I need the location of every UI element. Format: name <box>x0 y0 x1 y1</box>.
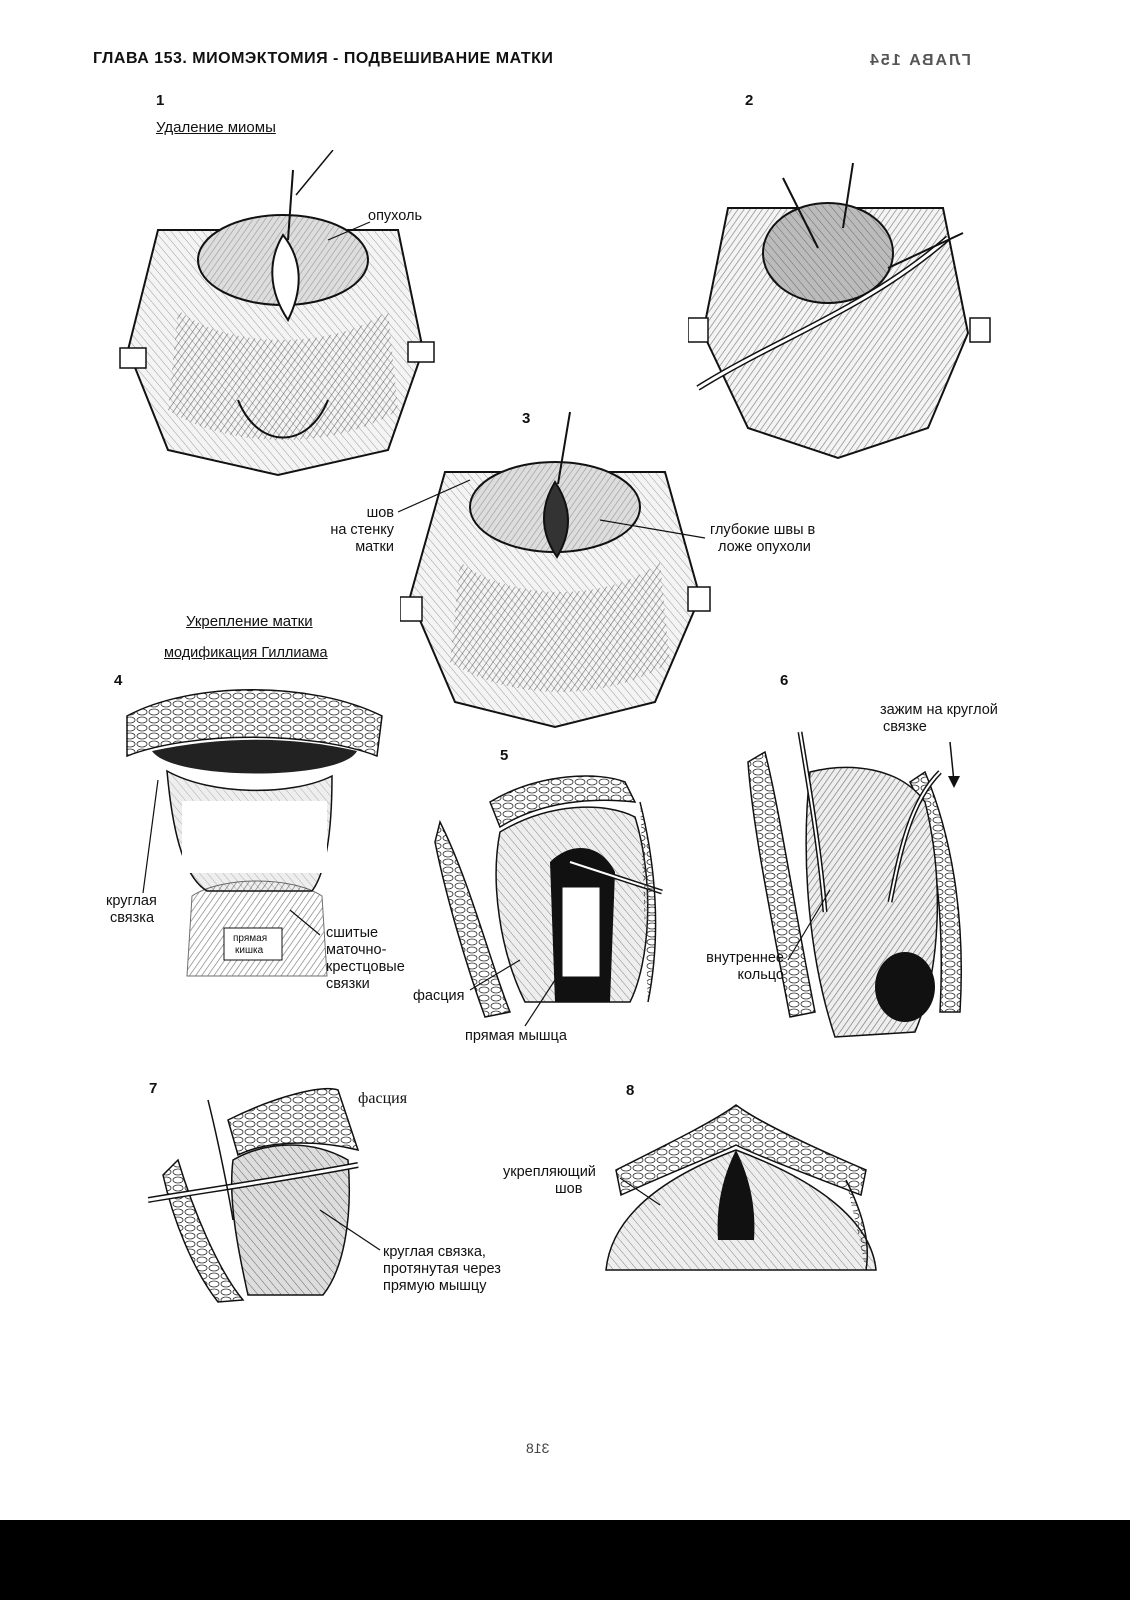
label-round-lig-through-3: прямую мышцу <box>383 1278 487 1294</box>
figure-4-illustration <box>126 689 383 977</box>
label-deep-sutures-2: ложе опухоли <box>718 539 811 555</box>
label-fascia-5: фасция <box>413 988 465 1004</box>
label-round-lig-through-2: протянутая через <box>383 1261 501 1277</box>
figure-number-1: 1 <box>156 92 165 109</box>
figure-number-7: 7 <box>149 1080 158 1097</box>
label-sacro-3: крестцовые <box>326 959 405 975</box>
label-fixing-suture-2: шов <box>555 1181 583 1197</box>
label-clamp-2: связке <box>883 719 927 735</box>
label-inner-ring-2: кольцо <box>737 967 784 983</box>
bleed-through-text: ГЛАВА 154 <box>868 52 971 69</box>
figure-6-illustration <box>747 731 962 1038</box>
figure-2-illustration <box>688 162 991 460</box>
label-sacro-1: сшитые <box>326 925 379 941</box>
label-round-ligament-2: связка <box>110 910 155 926</box>
figure-3-illustration <box>400 411 711 729</box>
figure-number-4: 4 <box>114 672 123 689</box>
label-sacro-4: связки <box>326 976 370 992</box>
label-uterine-wall-suture-1: шов <box>366 505 394 521</box>
label-inner-ring-1: внутреннее <box>706 950 784 966</box>
figure-number-3: 3 <box>522 410 531 427</box>
scan-border-bar <box>0 1520 1130 1600</box>
label-sacro-2: маточно- <box>326 942 387 958</box>
section-gilliam-modification: модификация Гиллиама <box>164 645 328 661</box>
label-rectum-2: кишка <box>235 945 264 956</box>
label-tumor: опухоль <box>368 208 423 224</box>
label-fascia-7: фасция <box>358 1090 408 1107</box>
section-uterus-fixation: Укрепление матки <box>186 613 313 630</box>
label-uterine-wall-suture-3: матки <box>355 539 394 555</box>
figure-number-6: 6 <box>780 672 789 689</box>
chapter-title: ГЛАВА 153. МИОМЭКТОМИЯ - ПОДВЕШИВАНИЕ МА… <box>93 50 554 67</box>
label-round-ligament-1: круглая <box>106 893 157 909</box>
figure-1-illustration <box>119 150 435 477</box>
figure-number-8: 8 <box>626 1082 635 1099</box>
figure-5-illustration <box>434 775 663 1018</box>
label-rectus-muscle: прямая мышца <box>465 1028 567 1044</box>
figure-number-2: 2 <box>745 92 754 109</box>
page-number: 318 <box>526 1440 550 1456</box>
label-fixing-suture-1: укрепляющий <box>503 1164 596 1180</box>
section-myoma-removal: Удаление миомы <box>156 119 276 136</box>
label-clamp-1: зажим на круглой <box>880 702 998 718</box>
figure-number-5: 5 <box>500 747 509 764</box>
figure-7-illustration <box>148 1088 360 1303</box>
figure-8-illustration <box>605 1104 877 1271</box>
label-rectum-1: прямая <box>233 933 268 944</box>
label-round-lig-through-1: круглая связка, <box>383 1244 486 1260</box>
label-deep-sutures-1: глубокие швы в <box>710 522 816 538</box>
label-uterine-wall-suture-2: на стенку <box>330 522 394 538</box>
